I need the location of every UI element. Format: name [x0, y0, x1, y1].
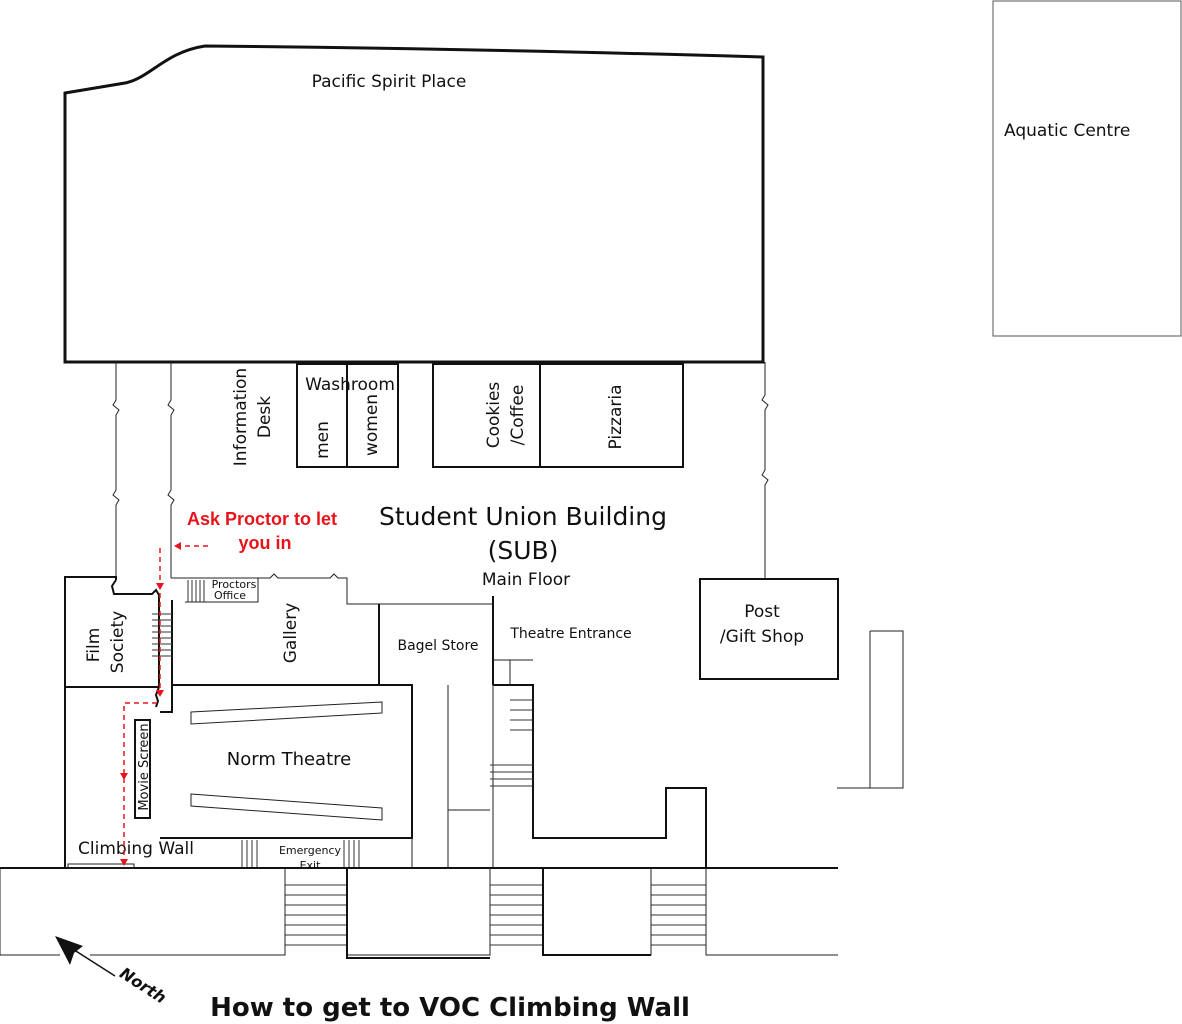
- information-desk-label-2: Desk: [255, 396, 275, 438]
- aquatic-centre-label: Aquatic Centre: [1004, 121, 1130, 141]
- pacific-spirit-place-label: Pacific Spirit Place: [312, 72, 467, 92]
- main-floor-label: Main Floor: [482, 570, 570, 590]
- sub-abbrev: (SUB): [488, 536, 559, 565]
- movie-screen-label: Movie Screen: [137, 723, 152, 810]
- north-arrow-icon: [55, 936, 116, 977]
- film-society-label: Film: [84, 628, 104, 663]
- route-arrowheads: [120, 542, 181, 866]
- coffee-label: /Coffee: [508, 385, 528, 446]
- emergency-exit-label-2: Exit: [300, 859, 322, 872]
- sub-title: Student Union Building: [379, 502, 667, 531]
- information-desk-label: Information: [231, 368, 251, 466]
- theatre-entrance-label: Theatre Entrance: [509, 626, 631, 642]
- route-to-climbing-wall: [123, 545, 208, 862]
- pizzaria-label: Pizzaria: [606, 385, 626, 450]
- proctors-office-label-2: Office: [214, 589, 246, 602]
- proctor-instruction-2: you in: [239, 533, 292, 553]
- washroom-label: Washroom: [305, 375, 395, 395]
- men-label: men: [313, 421, 333, 459]
- aquatic-centre-building: [992, 0, 1182, 337]
- emergency-exit-label: Emergency: [279, 844, 342, 857]
- gift-shop-label: /Gift Shop: [720, 627, 804, 647]
- climbing-wall-label: Climbing Wall: [78, 839, 194, 859]
- south-rooms-walls: [0, 573, 904, 959]
- norm-theatre-label: Norm Theatre: [227, 749, 351, 770]
- gallery-label: Gallery: [281, 603, 301, 664]
- film-society-label-2: Society: [108, 611, 128, 673]
- north-label: North: [116, 963, 169, 1007]
- cookies-label: Cookies: [484, 382, 504, 449]
- women-label: women: [362, 394, 382, 456]
- proctors-office-label: Proctors: [212, 578, 257, 591]
- post-gift-shop-room: [699, 578, 839, 680]
- post-label: Post: [744, 602, 780, 622]
- food-court-block: [432, 363, 684, 468]
- corridor-walls: [112, 362, 769, 580]
- bagel-store-label: Bagel Store: [397, 638, 478, 654]
- proctor-instruction: Ask Proctor to let: [187, 509, 337, 529]
- pacific-spirit-place-building: [63, 44, 765, 364]
- map-title: How to get to VOC Climbing Wall: [210, 993, 690, 1023]
